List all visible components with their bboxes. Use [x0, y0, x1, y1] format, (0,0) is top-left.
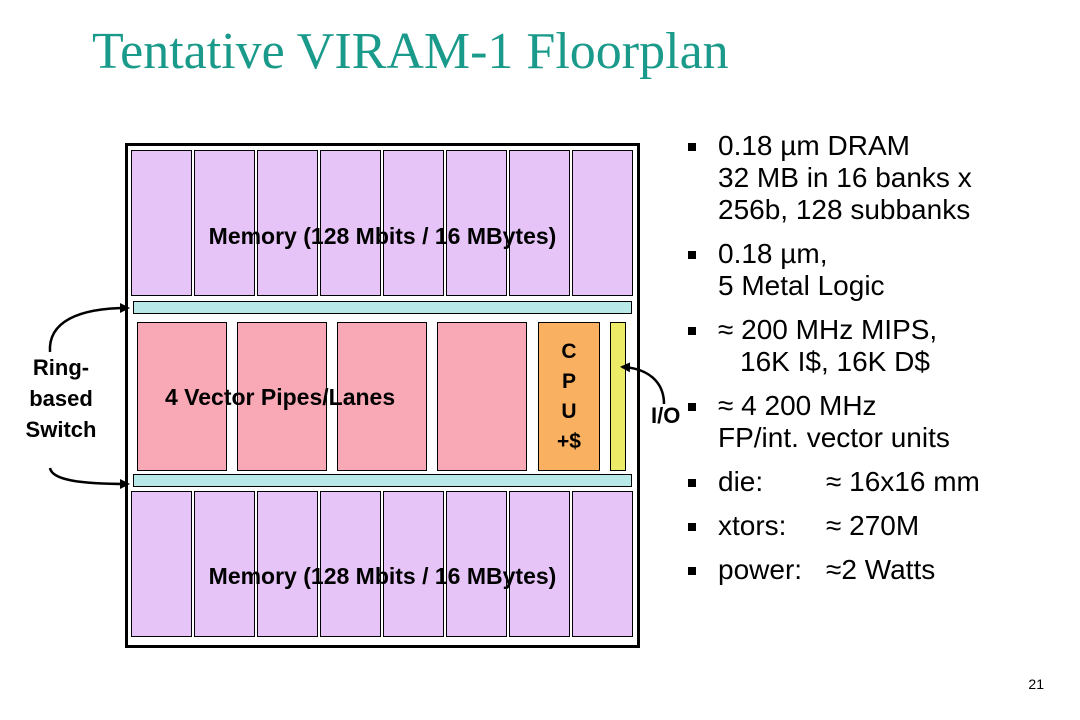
cpu-label-line: P	[561, 369, 576, 393]
memory-bank-top	[194, 150, 255, 296]
bullet-line: 5 Metal Logic	[718, 270, 885, 301]
page-number: 21	[1028, 676, 1044, 692]
bullet-mips: ≈ 200 MHz MIPS, 16K I$, 16K D$	[688, 314, 1068, 378]
die-floorplan: Memory (128 Mbits / 16 MBytes) 4 Vector …	[125, 143, 640, 648]
bullet-key: xtors:	[718, 510, 787, 541]
bullet-square-icon	[688, 479, 696, 487]
memory-bank-top	[572, 150, 633, 296]
bullet-line: 16K I$, 16K D$	[740, 346, 930, 377]
crossbar-bus-top	[133, 301, 632, 314]
switch-label-line: Switch	[25, 417, 97, 442]
bullet-logic: 0.18 µm, 5 Metal Logic	[688, 238, 1068, 302]
memory-bank-bottom	[509, 491, 570, 637]
memory-bank-top	[131, 150, 192, 296]
cpu-label-line: C	[561, 339, 577, 363]
vector-lane	[237, 322, 327, 471]
bullet-die: die: ≈ 16x16 mm	[688, 466, 1068, 498]
switch-label-line: based	[29, 386, 93, 411]
bullet-line: ≈ 200 MHz MIPS,	[718, 314, 938, 345]
bullet-square-icon	[688, 251, 696, 259]
io-label: I/O	[651, 403, 681, 428]
vector-lane	[337, 322, 427, 471]
bullet-key: power:	[718, 554, 803, 585]
slide-title: Tentative VIRAM-1 Floorplan	[92, 23, 729, 80]
bullet-line: ≈ 4 200 MHz	[718, 390, 877, 421]
bullet-line: 0.18 µm,	[718, 238, 828, 269]
bullet-power: power: ≈2 Watts	[688, 554, 1068, 586]
bullet-square-icon	[688, 523, 696, 531]
io-arrow	[620, 362, 666, 405]
memory-bank-bottom	[383, 491, 444, 637]
switch-arrow-bottom	[48, 467, 130, 489]
memory-bank-bottom	[131, 491, 192, 637]
bullet-key: die:	[718, 466, 764, 497]
bullet-value: ≈ 16x16 mm	[826, 466, 980, 497]
memory-bank-top	[257, 150, 318, 296]
bullet-square-icon	[688, 403, 696, 411]
bottom-memory-label: Memory (128 Mbits / 16 MBytes)	[208, 563, 557, 589]
memory-bank-bottom	[320, 491, 381, 637]
bullet-line: 256b, 128 subbanks	[718, 194, 971, 225]
vector-lanes-label: 4 Vector Pipes/Lanes	[165, 384, 396, 410]
bullet-xtors: xtors: ≈ 270M	[688, 510, 1068, 542]
memory-bank-bottom	[194, 491, 255, 637]
memory-bank-bottom	[446, 491, 507, 637]
cpu-label-line: +$	[557, 429, 581, 453]
switch-label-line: Ring-	[32, 355, 90, 380]
memory-bank-bottom	[257, 491, 318, 637]
bullet-vector-units: ≈ 4 200 MHz FP/int. vector units	[688, 390, 1068, 454]
bullet-square-icon	[688, 567, 696, 575]
memory-bank-top	[383, 150, 444, 296]
memory-bank-top	[320, 150, 381, 296]
switch-arrow-top	[48, 303, 130, 353]
bullet-line: 32 MB in 16 banks x	[718, 162, 972, 193]
bullet-dram: 0.18 µm DRAM 32 MB in 16 banks x 256b, 1…	[688, 130, 1068, 226]
memory-bank-bottom	[572, 491, 633, 637]
vector-lane	[137, 322, 227, 471]
bullet-value: ≈ 270M	[826, 510, 920, 541]
memory-bank-top	[446, 150, 507, 296]
vector-lane	[437, 322, 527, 471]
bullet-line: 0.18 µm DRAM	[718, 130, 910, 161]
bullet-square-icon	[688, 327, 696, 335]
ring-switch-label: Ring- based Switch	[2, 352, 120, 445]
io-block	[610, 322, 626, 471]
bullet-line: FP/int. vector units	[718, 422, 950, 453]
top-memory-label: Memory (128 Mbits / 16 MBytes)	[208, 223, 557, 249]
crossbar-bus-bottom	[133, 474, 632, 487]
cpu-label-line: U	[561, 399, 577, 423]
spec-bullet-list: 0.18 µm DRAM 32 MB in 16 banks x 256b, 1…	[688, 130, 1068, 598]
bullet-square-icon	[688, 143, 696, 151]
cpu-block: C P U +$	[538, 322, 600, 471]
memory-bank-top	[509, 150, 570, 296]
bullet-value: ≈2 Watts	[826, 554, 936, 585]
